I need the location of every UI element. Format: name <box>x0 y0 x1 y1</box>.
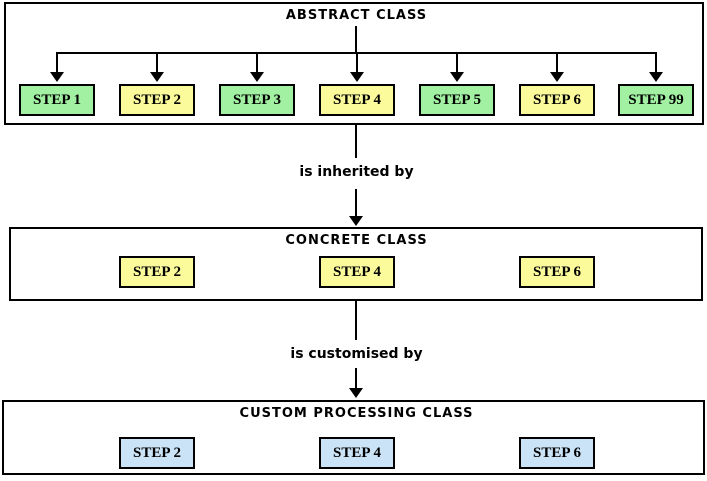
branch-stem-line <box>156 54 158 72</box>
concrete-class-title: CONCRETE CLASS <box>285 233 428 248</box>
arrow-down-icon <box>50 72 64 82</box>
arrow-down-icon <box>349 216 363 226</box>
branch-stem-line <box>456 54 458 72</box>
step-box-custom-6: STEP 6 <box>519 437 595 469</box>
step-box-abstract-6: STEP 6 <box>519 84 595 116</box>
branch-stem-line <box>655 54 657 72</box>
abstract-class-title: ABSTRACT CLASS <box>285 8 428 23</box>
step-box-abstract-2: STEP 2 <box>119 84 195 116</box>
step-box-abstract-3: STEP 3 <box>219 84 295 116</box>
step-box-concrete-2: STEP 2 <box>119 256 195 288</box>
inherit-connector-line <box>355 125 357 158</box>
inherit-connector-line <box>355 189 357 216</box>
arrow-down-icon <box>350 72 364 82</box>
customise-connector-line <box>355 301 357 340</box>
step-box-concrete-4: STEP 4 <box>319 256 395 288</box>
branch-stem-line <box>256 54 258 72</box>
step-box-abstract-4: STEP 4 <box>319 84 395 116</box>
branch-horizontal-line <box>56 52 657 54</box>
step-box-abstract-99: STEP 99 <box>618 84 694 116</box>
step-box-abstract-1: STEP 1 <box>19 84 95 116</box>
arrow-down-icon <box>349 388 363 398</box>
step-box-custom-4: STEP 4 <box>319 437 395 469</box>
customised-by-label: is customised by <box>290 346 423 362</box>
branch-stem-line <box>56 54 58 72</box>
branch-stem-line <box>556 54 558 72</box>
step-box-custom-2: STEP 2 <box>119 437 195 469</box>
inherited-by-label: is inherited by <box>299 164 414 180</box>
arrow-down-icon <box>250 72 264 82</box>
custom-processing-class-title: CUSTOM PROCESSING CLASS <box>239 406 474 421</box>
branch-stem-line <box>356 54 358 72</box>
step-box-abstract-5: STEP 5 <box>419 84 495 116</box>
arrow-down-icon <box>550 72 564 82</box>
arrow-down-icon <box>649 72 663 82</box>
branch-trunk-line <box>355 26 357 53</box>
arrow-down-icon <box>450 72 464 82</box>
customise-connector-line <box>355 368 357 388</box>
step-box-concrete-6: STEP 6 <box>519 256 595 288</box>
arrow-down-icon <box>150 72 164 82</box>
